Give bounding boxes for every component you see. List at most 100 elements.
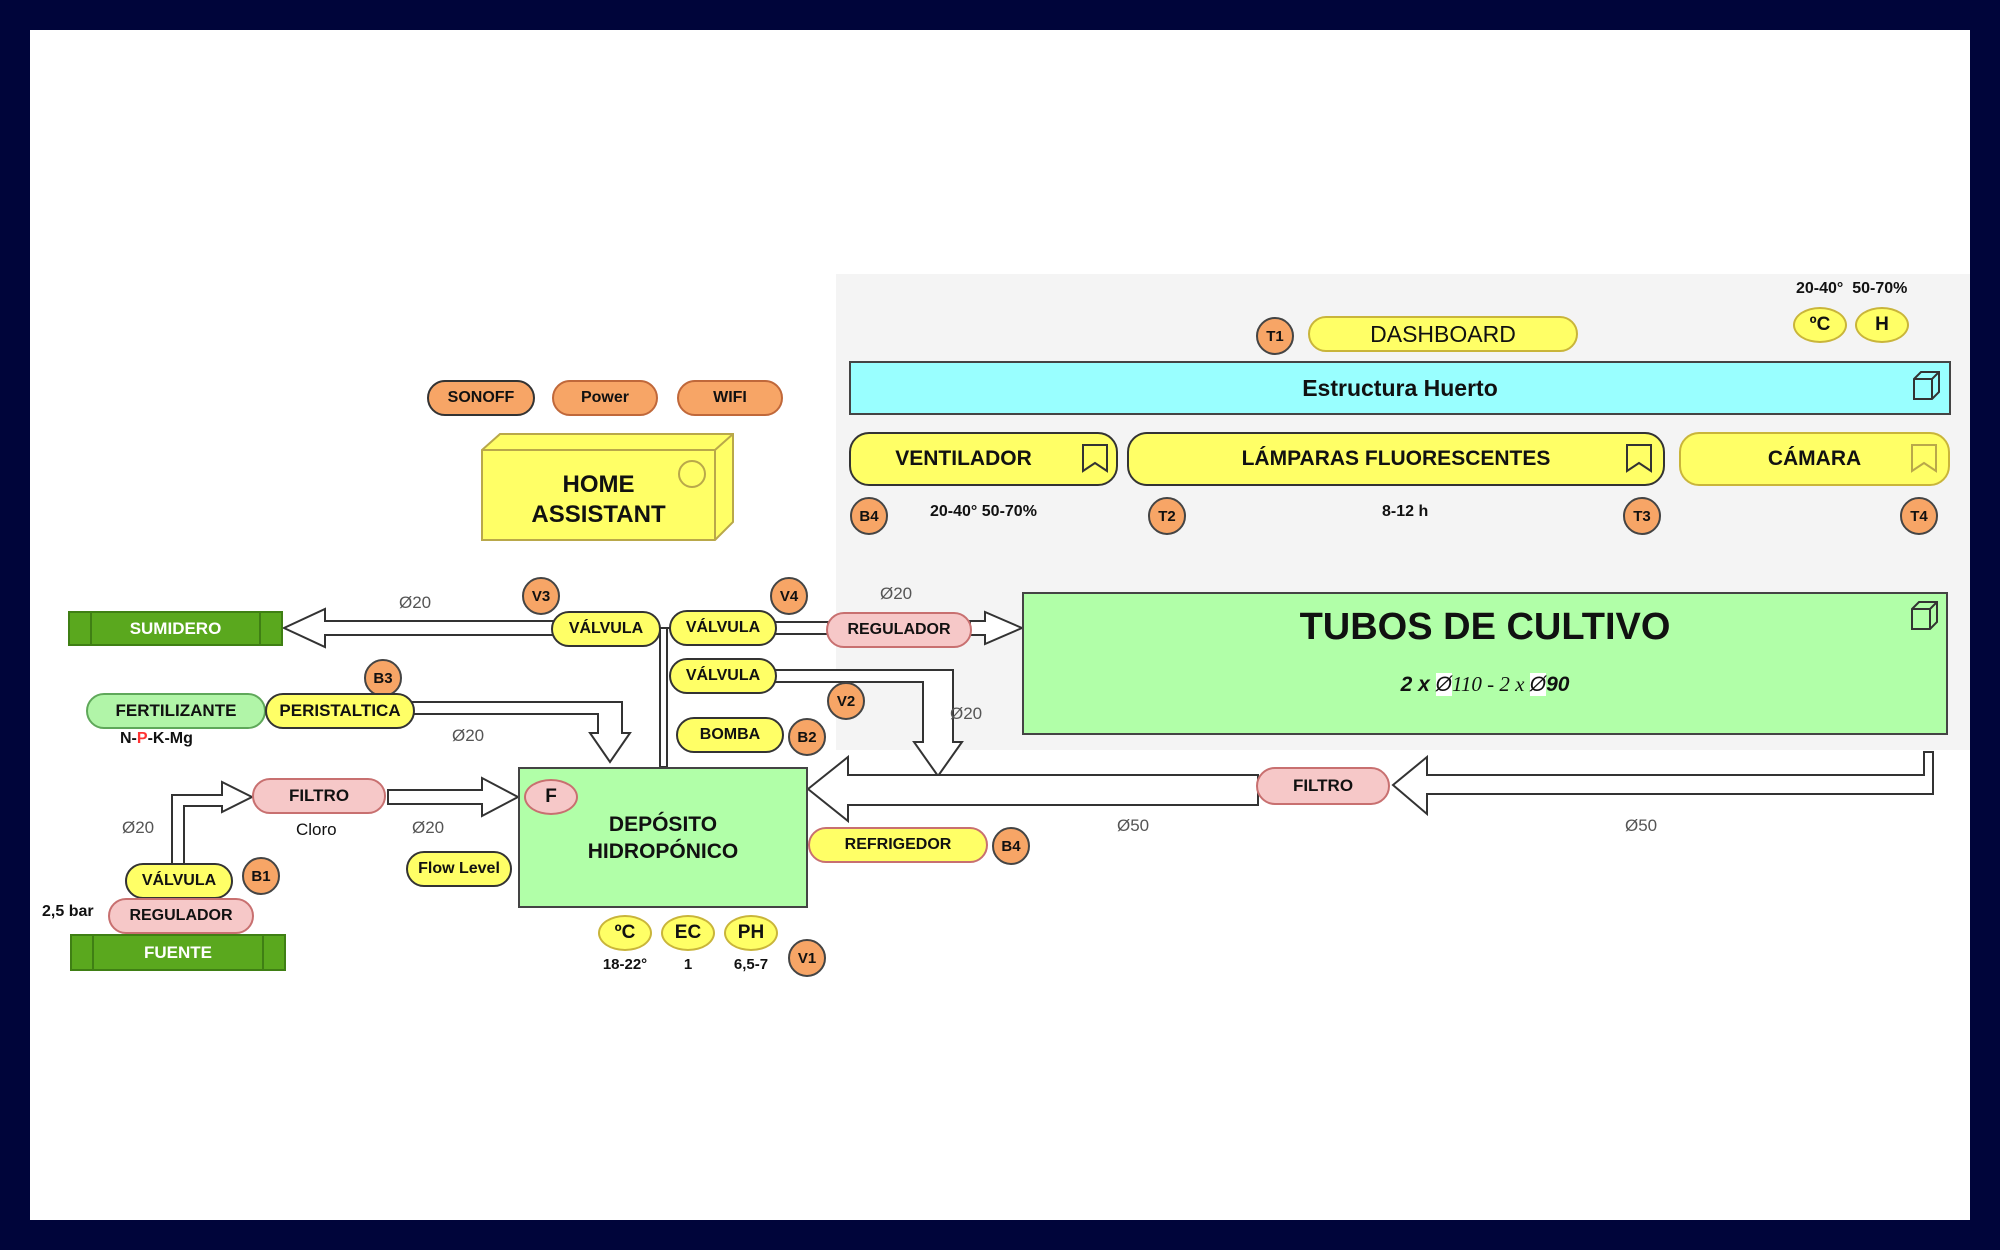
- flow-level-sensor[interactable]: Flow Level: [406, 851, 512, 887]
- filtro-inlet-label: FILTRO: [288, 786, 350, 805]
- pipe-arrow-filtro-return: [1391, 751, 1934, 817]
- badge-b4-refrigerador-label: B4: [1001, 837, 1021, 855]
- wifi-label: WIFI: [713, 389, 747, 406]
- dashboard-button[interactable]: DASHBOARD: [1308, 316, 1578, 352]
- humidity-sensor-label: H: [1875, 314, 1889, 335]
- pipe-label-return-right: Ø50: [1625, 816, 1658, 835]
- peristaltica-pump[interactable]: PERISTALTICA: [265, 693, 415, 729]
- peristaltica-label: PERISTALTICA: [279, 701, 401, 720]
- valve-v3[interactable]: VÁLVULA: [551, 611, 661, 647]
- home-assistant-device[interactable]: [480, 432, 736, 544]
- ventilador-range: 20-40° 50-70%: [930, 503, 1037, 520]
- deposito-line2: HIDROPÓNICO: [587, 840, 739, 863]
- fertilizante[interactable]: FERTILIZANTE: [86, 693, 266, 729]
- valve-v4-label: VÁLVULA: [685, 619, 761, 636]
- pipe-label-sumidero: Ø20: [399, 593, 432, 612]
- tubos-spec-part: 110 - 2 x: [1451, 672, 1530, 696]
- pipe-label-valvula-b1: Ø20: [122, 818, 155, 837]
- badge-b4-label: B4: [859, 507, 879, 525]
- sumidero-box[interactable]: SUMIDERO: [68, 611, 283, 646]
- pipe-arrow-return-deposito: [806, 754, 1259, 824]
- power-label: Power: [580, 389, 629, 406]
- pipe-label-regulador: Ø20: [880, 584, 913, 603]
- status-led-icon: [678, 460, 706, 488]
- home-assistant-label: HOME ASSISTANT: [482, 470, 715, 530]
- sonoff-label: SONOFF: [447, 389, 515, 406]
- filtro-inlet[interactable]: FILTRO: [252, 778, 386, 814]
- pipe-label-v2: Ø20: [950, 704, 983, 723]
- bookmark-icon: [1626, 444, 1652, 473]
- valve-v2-label: VÁLVULA: [685, 667, 761, 684]
- tubos-title: TUBOS DE CULTIVO: [1299, 606, 1671, 648]
- tubos-spec-part: 90: [1546, 673, 1570, 696]
- badge-b4-ventilador: B4: [850, 497, 888, 535]
- dashboard-label: DASHBOARD: [1370, 320, 1516, 347]
- pipe-arrow-sumidero: [281, 607, 556, 649]
- env-range-readout: 20-40° 50-70%: [1796, 280, 1907, 298]
- badge-v4-label: V4: [779, 587, 799, 605]
- sensor-ph-value: 6,5-7: [733, 956, 769, 973]
- fertilizante-label: FERTILIZANTE: [115, 701, 237, 720]
- formula-n: N-: [120, 730, 137, 747]
- cube-icon: [1911, 601, 1938, 630]
- sonoff-chip[interactable]: SONOFF: [427, 380, 535, 416]
- temp-sensor[interactable]: ºC: [1793, 307, 1847, 343]
- float-sensor[interactable]: F: [524, 779, 578, 815]
- bookmark-icon: [1911, 444, 1937, 473]
- pipe-arrow-tubos: [969, 610, 1025, 646]
- bookmark-icon: [1082, 444, 1108, 473]
- pressure-label: 2,5 bar: [42, 903, 94, 920]
- badge-b2-label: B2: [797, 728, 817, 746]
- camara-button[interactable]: CÁMARA: [1679, 432, 1950, 486]
- refrigerador[interactable]: REFRIGEDOR: [808, 827, 988, 863]
- bomba[interactable]: BOMBA: [676, 717, 784, 753]
- pipe-vertical-valves: [659, 627, 668, 768]
- badge-t1: T1: [1256, 317, 1294, 355]
- valve-b1[interactable]: VÁLVULA: [125, 863, 233, 899]
- home-assistant-line1: HOME: [562, 471, 635, 498]
- regulador-top[interactable]: REGULADOR: [826, 612, 972, 648]
- temp-sensor-label: ºC: [1809, 314, 1831, 335]
- badge-t2-label: T2: [1158, 507, 1176, 525]
- filtro-return[interactable]: FILTRO: [1256, 767, 1390, 805]
- badge-t3: T3: [1623, 497, 1661, 535]
- badge-t4-label: T4: [1910, 507, 1928, 525]
- badge-t3-label: T3: [1633, 507, 1651, 525]
- regulador-fuente[interactable]: REGULADOR: [108, 898, 254, 934]
- lamparas-button[interactable]: LÁMPARAS FLUORESCENTES: [1127, 432, 1665, 486]
- fuente-label: FUENTE: [144, 942, 212, 962]
- sensor-ph-label: PH: [737, 922, 765, 943]
- structure-bar[interactable]: Estructura Huerto: [849, 361, 1951, 415]
- humidity-sensor[interactable]: H: [1855, 307, 1909, 343]
- badge-b3-label: B3: [373, 669, 393, 687]
- valve-v2[interactable]: VÁLVULA: [669, 658, 777, 694]
- badge-v2: V2: [827, 682, 865, 720]
- float-sensor-label: F: [545, 786, 557, 807]
- sensor-ph[interactable]: PH: [724, 915, 778, 951]
- pipe-v4-regulador: [774, 621, 829, 635]
- badge-b2: B2: [788, 718, 826, 756]
- tubos-cultivo-box[interactable]: TUBOS DE CULTIVO 2 x Ø110 - 2 x Ø90: [1022, 592, 1948, 735]
- ventilador-button[interactable]: VENTILADOR: [849, 432, 1118, 486]
- sensor-temp-value: 18-22°: [602, 956, 648, 973]
- sensor-temp[interactable]: ºC: [598, 915, 652, 951]
- pipe-label-filtro-out: Ø20: [412, 818, 445, 837]
- fuente-box[interactable]: FUENTE: [70, 934, 286, 971]
- flow-level-label: Flow Level: [418, 860, 500, 877]
- valve-v4[interactable]: VÁLVULA: [669, 610, 777, 646]
- formula-p: P: [136, 730, 148, 747]
- badge-v3-label: V3: [531, 587, 551, 605]
- humidity-range: 50-70%: [1852, 280, 1908, 297]
- badge-t4: T4: [1900, 497, 1938, 535]
- camara-label: CÁMARA: [1767, 447, 1862, 470]
- temp-range: 20-40°: [1796, 280, 1844, 297]
- diameter-symbol: Ø: [1435, 673, 1452, 696]
- wifi-chip[interactable]: WIFI: [677, 380, 783, 416]
- regulador-fuente-label: REGULADOR: [129, 907, 233, 924]
- deposito-label: DEPÓSITO HIDROPÓNICO: [520, 811, 806, 865]
- badge-v2-label: V2: [836, 692, 856, 710]
- power-chip[interactable]: Power: [552, 380, 658, 416]
- badge-v1: V1: [788, 939, 826, 977]
- sensor-ec[interactable]: EC: [661, 915, 715, 951]
